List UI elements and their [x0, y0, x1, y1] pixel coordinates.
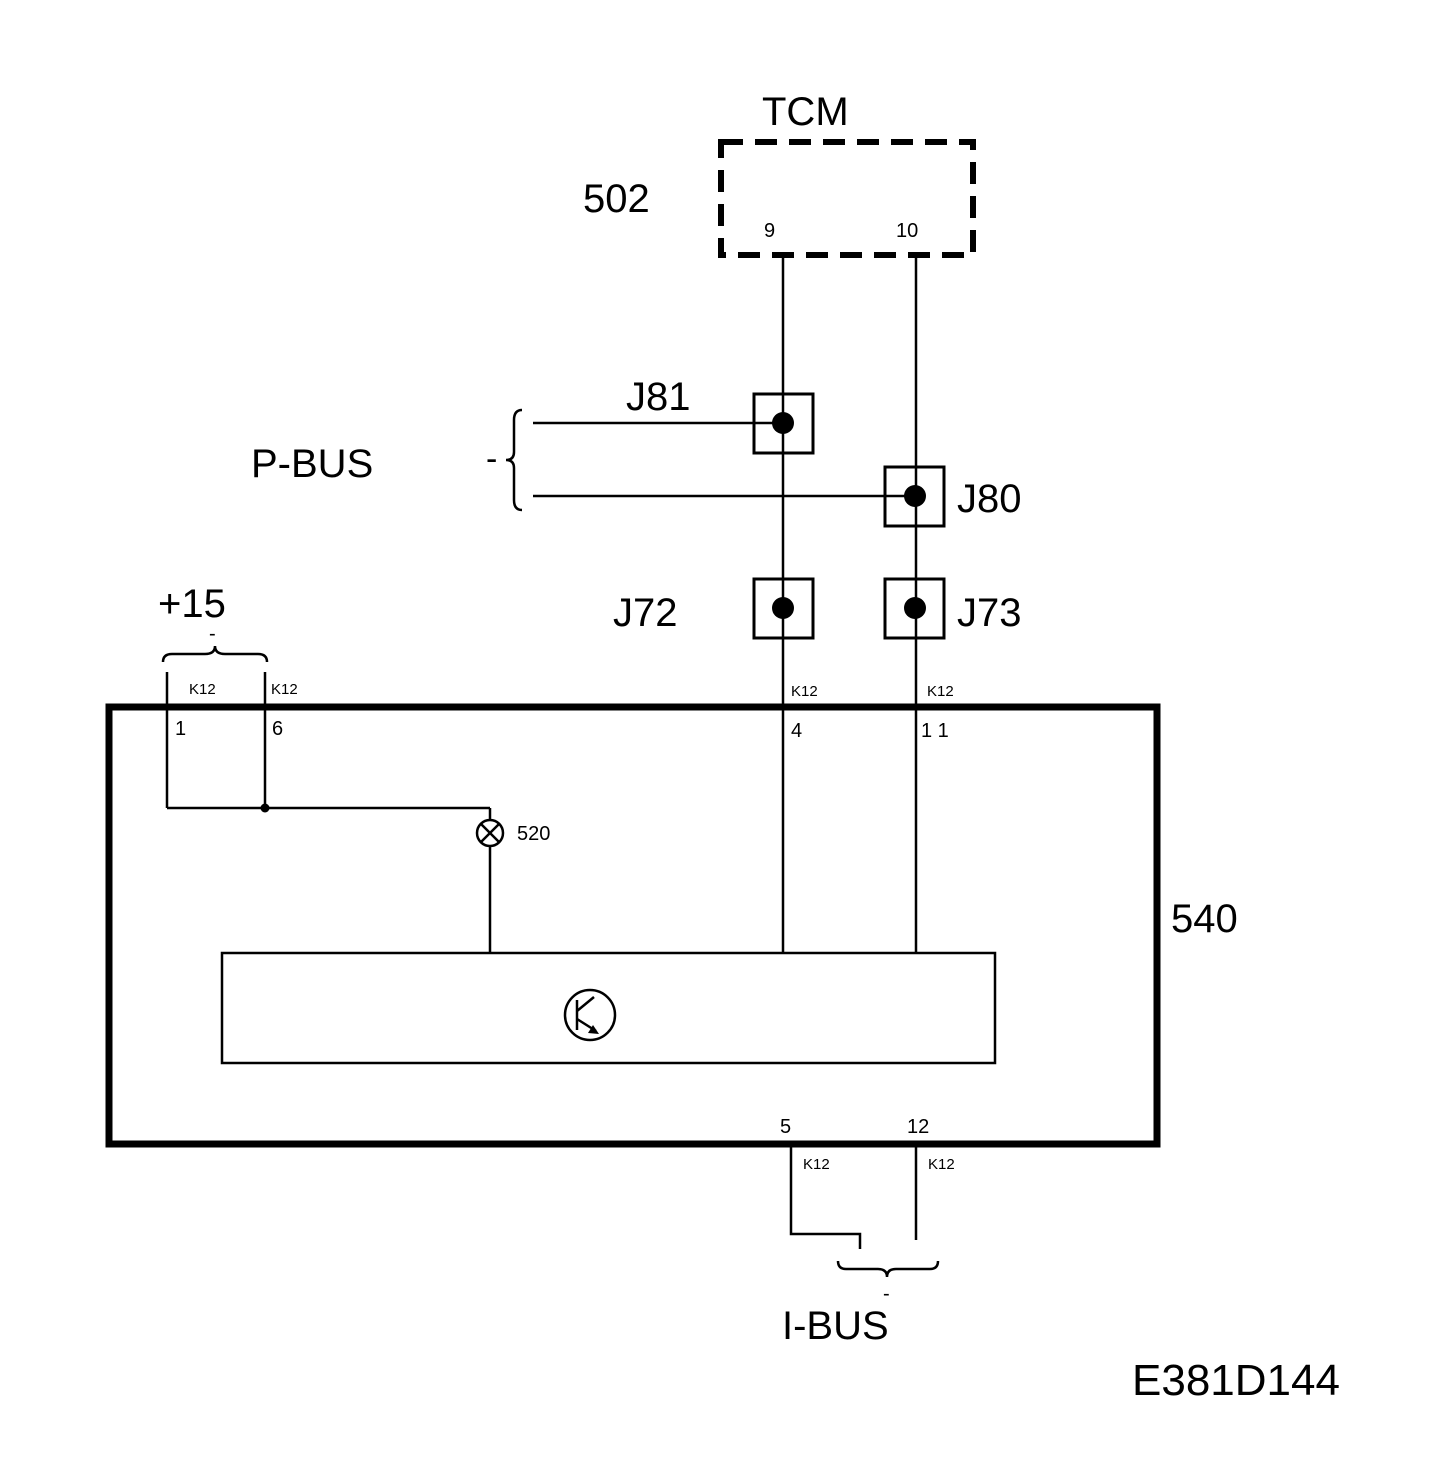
module-540-number: 540	[1171, 897, 1238, 941]
bottom-pin-5-connector: K12	[803, 1156, 830, 1173]
pbus-dash: -	[486, 440, 497, 478]
top-pin-6-connector: K12	[271, 681, 298, 698]
transistor-icon	[563, 988, 617, 1042]
junction-j81-dot	[772, 412, 794, 434]
bulb-number: 520	[517, 823, 550, 845]
pbus-brace	[505, 408, 523, 512]
tcm-module-box	[718, 139, 976, 258]
junction-j80-label: J80	[957, 477, 1022, 521]
bottom-pin-12-connector: K12	[928, 1156, 955, 1173]
top-pin-11-number: 1 1	[921, 720, 949, 742]
junction-j80-dot	[904, 485, 926, 507]
bottom-pin-5-number: 5	[780, 1116, 791, 1138]
ibus-label: I-BUS	[782, 1304, 889, 1348]
top-pin-4-number: 4	[791, 720, 802, 742]
tcm-number: 502	[583, 177, 650, 221]
tcm-label: TCM	[762, 90, 849, 134]
ibus-brace	[836, 1260, 940, 1278]
inner-electronics-box	[220, 951, 997, 1065]
top-pin-1-connector: K12	[189, 681, 216, 698]
plus15-brace	[161, 645, 269, 663]
top-pin-1-number: 1	[175, 718, 186, 740]
top-pin-4-connector: K12	[791, 683, 818, 700]
junction-j72-label: J72	[613, 591, 678, 635]
plus15-dash: -	[209, 623, 216, 645]
top-pin-6-number: 6	[272, 718, 283, 740]
bottom-pin-12-number: 12	[907, 1116, 929, 1138]
tcm-pin-9: 9	[764, 220, 775, 242]
tcm-pin-10: 10	[896, 220, 918, 242]
junction-j81-label: J81	[626, 375, 691, 419]
splice-dot	[260, 803, 270, 813]
top-pin-11-connector: K12	[927, 683, 954, 700]
pbus-label: P-BUS	[251, 442, 373, 486]
pin5-wire	[789, 1146, 862, 1249]
junction-j73-label: J73	[957, 591, 1022, 635]
ibus-dash: -	[883, 1283, 890, 1305]
module-540-box	[105, 703, 1161, 1148]
junction-j73-dot	[904, 597, 926, 619]
plus15-label: +15	[158, 582, 226, 626]
bulb-icon-cross-b	[480, 823, 500, 843]
figure-id: E381D144	[1132, 1356, 1340, 1405]
junction-j72-dot	[772, 597, 794, 619]
